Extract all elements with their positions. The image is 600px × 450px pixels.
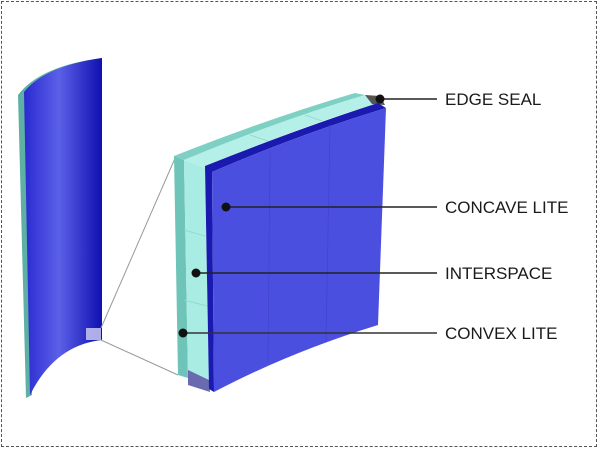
callout-dot — [375, 94, 385, 104]
interspace-top — [184, 95, 378, 168]
zoom-line-bottom — [100, 339, 179, 376]
concave-lite-face — [212, 108, 386, 392]
callout-dot — [221, 202, 231, 212]
zoom-line-top — [100, 155, 177, 329]
curved-panel-overview — [18, 58, 179, 398]
callout-concave-lite: CONCAVE LITE — [221, 198, 568, 217]
cylinder-face — [24, 58, 102, 395]
label-convex-lite: CONVEX LITE — [445, 324, 557, 343]
label-concave-lite: CONCAVE LITE — [445, 198, 568, 217]
label-edge-seal: EDGE SEAL — [445, 90, 541, 109]
panel-section — [174, 93, 386, 392]
bottom-seal — [188, 370, 210, 392]
callout-convex-lite: CONVEX LITE — [178, 324, 557, 343]
callout-dot — [191, 268, 201, 278]
callout-interspace: INTERSPACE — [191, 264, 552, 283]
callout-edge-seal: EDGE SEAL — [375, 90, 541, 109]
callout-dot — [178, 328, 188, 338]
convex-lite-side — [174, 156, 188, 378]
convex-lite-top — [174, 93, 365, 160]
label-interspace: INTERSPACE — [445, 264, 552, 283]
detail-region-marker — [86, 328, 101, 340]
